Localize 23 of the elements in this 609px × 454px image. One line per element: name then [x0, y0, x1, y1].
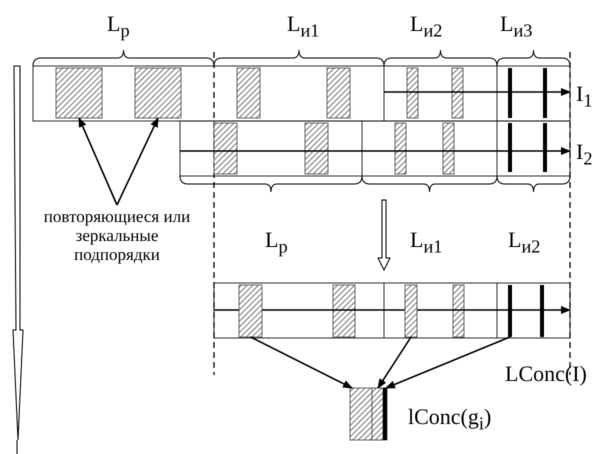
segment-label: L$_{и1}$ [410, 228, 442, 258]
hatched-block [56, 68, 102, 118]
arrow [385, 336, 510, 389]
annotation-text: повторяющиеся или зеркальные подпорядки [32, 207, 202, 264]
segment-label: L$_{и1}$ [287, 12, 320, 42]
arrow [116, 117, 159, 206]
arrow [377, 336, 412, 389]
segment-label: L$_{и2}$ [410, 12, 442, 42]
hatched-block [134, 68, 182, 118]
segment-label: L$_{и3}$ [500, 12, 532, 42]
arrow [78, 117, 118, 206]
composite-block [350, 388, 388, 440]
length-label: LConc(I) [505, 362, 587, 386]
length-label: lConc(g$_{i}$) [408, 405, 492, 436]
segment-label: L$_{и2}$ [508, 228, 540, 258]
arrow [250, 336, 353, 389]
thick-bar [508, 285, 512, 337]
hatched-block [404, 284, 418, 338]
hatched-block [238, 284, 262, 338]
row-label: I$_{2}$ [576, 140, 592, 170]
row-label: I$_{1}$ [576, 82, 592, 112]
segment-label: L$_{р}$ [107, 12, 130, 42]
segment-label: L$_{р}$ [265, 228, 288, 258]
